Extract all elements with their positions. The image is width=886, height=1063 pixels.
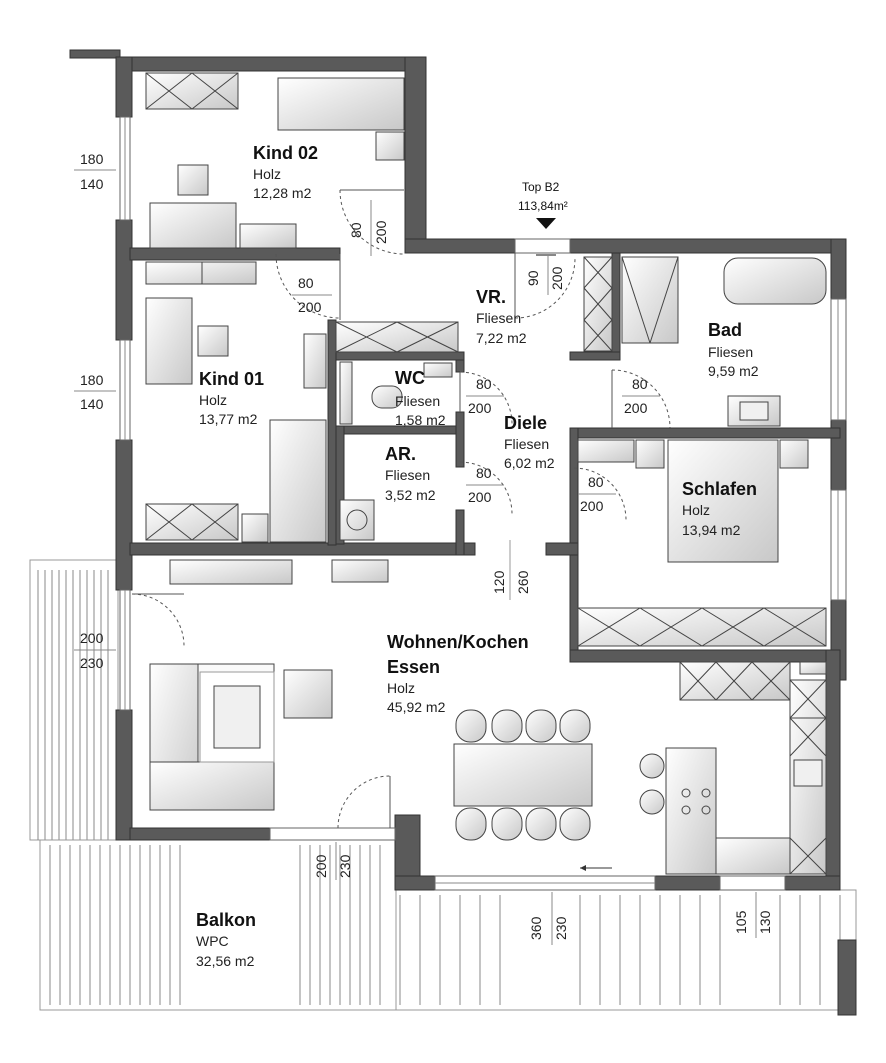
dimension-labels: 180 140 180 140 200 230 80 200 80 200 90… <box>74 151 773 945</box>
room-label-balkon: Balkon WPC 32,56 m2 <box>196 910 256 969</box>
dim-door-schlafen-height: 200 <box>580 498 604 514</box>
room-floor: WPC <box>196 933 229 949</box>
dim-door-schlafen-width: 80 <box>588 474 604 490</box>
room-label-wohnen: Wohnen/Kochen Essen Holz 45,92 m2 <box>387 632 529 715</box>
room-area: 32,56 m2 <box>196 953 255 969</box>
dim-door-kind01-height: 200 <box>298 299 322 315</box>
dim-balcony-door-height: 230 <box>337 854 353 878</box>
room-area: 7,22 m2 <box>476 330 527 346</box>
room-name: Bad <box>708 320 742 340</box>
room-area: 3,52 m2 <box>385 487 436 503</box>
room-label-kind02: Kind 02 Holz 12,28 m2 <box>253 143 318 201</box>
room-label-schlafen: Schlafen Holz 13,94 m2 <box>682 479 757 538</box>
room-name: Kind 02 <box>253 143 318 163</box>
dim-door-kind01-width: 80 <box>298 275 314 291</box>
room-area: 13,94 m2 <box>682 522 741 538</box>
room-area: 6,02 m2 <box>504 455 555 471</box>
room-label-wc: WC Fliesen 1,58 m2 <box>395 368 446 428</box>
furniture-bad <box>583 256 827 427</box>
unit-area: 113,84m² <box>518 199 568 213</box>
dim-window-south-height: 230 <box>553 916 569 940</box>
walls <box>69 49 847 891</box>
room-area: 9,59 m2 <box>708 363 759 379</box>
room-area: 45,92 m2 <box>387 699 446 715</box>
dim-door-kind02-height: 200 <box>373 220 389 244</box>
furniture-living <box>149 559 827 875</box>
dim-window-kitchen-height: 130 <box>757 910 773 934</box>
room-name-line2: Essen <box>387 657 440 677</box>
room-name: Schlafen <box>682 479 757 499</box>
dim-opening-diele-height: 260 <box>515 570 531 594</box>
windows <box>119 116 847 891</box>
dim-door-ar-width: 80 <box>476 465 492 481</box>
room-floor: Holz <box>253 166 281 182</box>
furniture-kind01 <box>145 261 327 543</box>
room-label-bad: Bad Fliesen 9,59 m2 <box>708 320 759 379</box>
room-label-vr: VR. Fliesen 7,22 m2 <box>476 287 527 346</box>
unit-label: Top B2 113,84m² <box>518 180 568 213</box>
room-floor: Fliesen <box>395 393 440 409</box>
dim-balcony-door-width: 200 <box>313 854 329 878</box>
room-floor: Holz <box>387 680 415 696</box>
dim-window-kind01-width: 180 <box>80 372 104 388</box>
dim-window-living-height: 230 <box>80 655 104 671</box>
furniture-schlafen <box>577 439 827 647</box>
room-name: Balkon <box>196 910 256 930</box>
dim-window-kitchen-width: 105 <box>733 910 749 934</box>
dim-door-entry-width: 90 <box>525 270 541 286</box>
room-label-kind01: Kind 01 Holz 13,77 m2 <box>199 369 264 427</box>
room-name: Diele <box>504 413 547 433</box>
room-label-ar: AR. Fliesen 3,52 m2 <box>385 444 436 503</box>
dim-door-kind02-width: 80 <box>348 222 364 238</box>
room-area: 1,58 m2 <box>395 412 446 428</box>
room-name-line1: Wohnen/Kochen <box>387 632 529 652</box>
dim-door-entry-height: 200 <box>549 266 565 290</box>
balcony <box>29 559 857 1016</box>
room-area: 12,28 m2 <box>253 185 312 201</box>
room-floor: Fliesen <box>504 436 549 452</box>
room-floor: Fliesen <box>385 467 430 483</box>
room-name: AR. <box>385 444 416 464</box>
dim-window-kind01-height: 140 <box>80 396 104 412</box>
room-area: 13,77 m2 <box>199 411 258 427</box>
room-floor: Holz <box>682 502 710 518</box>
dim-window-kind02-width: 180 <box>80 151 104 167</box>
room-floor: Fliesen <box>708 344 753 360</box>
furniture-kind02 <box>145 72 405 249</box>
dim-window-south-width: 360 <box>528 916 544 940</box>
dim-door-wc-height: 200 <box>468 400 492 416</box>
room-name: VR. <box>476 287 506 307</box>
room-floor: Fliesen <box>476 310 521 326</box>
dim-window-living-width: 200 <box>80 630 104 646</box>
dim-door-wc-width: 80 <box>476 376 492 392</box>
dim-door-bad-height: 200 <box>624 400 648 416</box>
dim-window-kind02-height: 140 <box>80 176 104 192</box>
dim-opening-diele-width: 120 <box>491 570 507 594</box>
doors <box>131 189 671 871</box>
furniture-hall <box>335 321 459 541</box>
dim-door-ar-height: 200 <box>468 489 492 505</box>
dim-door-bad-width: 80 <box>632 376 648 392</box>
room-name: WC <box>395 368 425 388</box>
room-name: Kind 01 <box>199 369 264 389</box>
room-floor: Holz <box>199 392 227 408</box>
room-label-diele: Diele Fliesen 6,02 m2 <box>504 413 555 471</box>
unit-name: Top B2 <box>522 180 560 194</box>
